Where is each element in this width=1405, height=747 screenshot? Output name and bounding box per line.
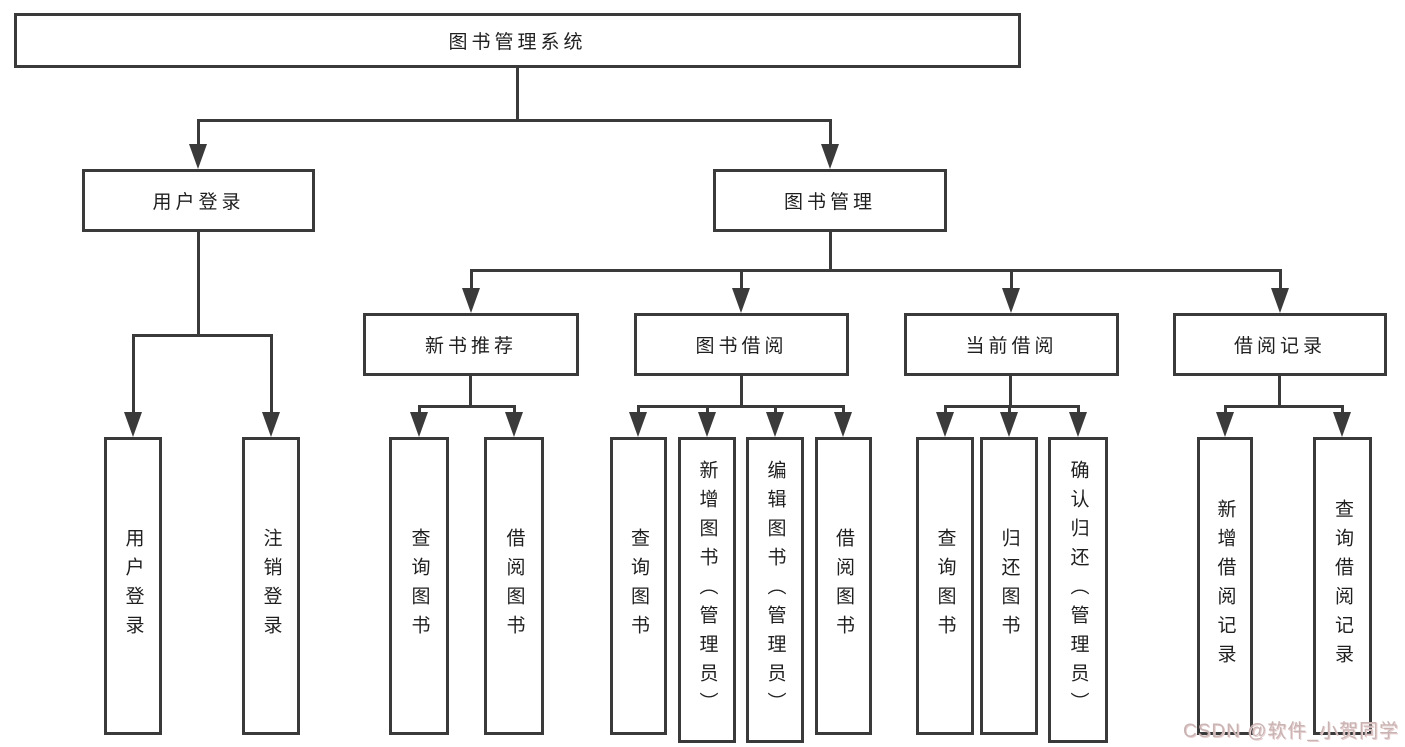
leaf-logout: 注销登录 bbox=[242, 437, 300, 735]
connector-login-leaf2-stem bbox=[270, 334, 273, 414]
connector-borrow-bar bbox=[637, 405, 844, 408]
connector-records-bar bbox=[1224, 405, 1343, 408]
connector-login-leaf1-stem bbox=[132, 334, 135, 414]
leaf-borrow-query-book: 查询图书 bbox=[610, 437, 667, 735]
node-new-book-recommend: 新书推荐 bbox=[363, 313, 579, 376]
arrowhead-icon bbox=[1271, 288, 1289, 313]
connector-l3-stem bbox=[1010, 269, 1013, 290]
arrowhead-icon bbox=[936, 412, 954, 437]
leaf-current-query-book: 查询图书 bbox=[916, 437, 974, 735]
connector-l3-stem bbox=[1279, 269, 1282, 290]
connector-current-down bbox=[1009, 376, 1012, 408]
connector-recommend-down bbox=[469, 376, 472, 408]
leaf-current-confirm-return-admin: 确认归还（管理员） bbox=[1048, 437, 1108, 743]
watermark: CSDN @软件_小贺同学 bbox=[1183, 721, 1399, 742]
connector-current-bar bbox=[944, 405, 1079, 408]
leaf-recommend-query-book: 查询图书 bbox=[389, 437, 449, 735]
arrowhead-icon bbox=[262, 412, 280, 437]
leaf-borrow-add-book-admin: 新增图书（管理员） bbox=[678, 437, 736, 743]
arrowhead-icon bbox=[698, 412, 716, 437]
connector-leaf-stem bbox=[842, 405, 845, 414]
arrowhead-icon bbox=[1002, 288, 1020, 313]
connector-login-bar bbox=[132, 334, 273, 337]
connector-leaf-stem bbox=[1008, 405, 1011, 414]
arrowhead-icon bbox=[410, 412, 428, 437]
leaf-current-return-book: 归还图书 bbox=[980, 437, 1038, 735]
arrowhead-icon bbox=[189, 144, 207, 169]
connector-login-stem bbox=[197, 119, 200, 146]
connector-leaf-stem bbox=[944, 405, 947, 414]
connector-manage-stem bbox=[829, 119, 832, 146]
leaf-borrow-borrow-book: 借阅图书 bbox=[815, 437, 872, 735]
connector-leaf-stem bbox=[1224, 405, 1227, 414]
connector-leaf-stem bbox=[706, 405, 709, 414]
arrowhead-icon bbox=[124, 412, 142, 437]
arrowhead-icon bbox=[766, 412, 784, 437]
arrowhead-icon bbox=[462, 288, 480, 313]
arrowhead-icon bbox=[1333, 412, 1351, 437]
leaf-recommend-borrow-book: 借阅图书 bbox=[484, 437, 544, 735]
connector-recommend-bar bbox=[418, 405, 515, 408]
arrowhead-icon bbox=[629, 412, 647, 437]
node-book-borrow: 图书借阅 bbox=[634, 313, 849, 376]
connector-leaf-stem bbox=[637, 405, 640, 414]
connector-l3-stem bbox=[470, 269, 473, 290]
arrowhead-icon bbox=[821, 144, 839, 169]
connector-root-bar bbox=[197, 119, 831, 122]
node-current-borrow: 当前借阅 bbox=[904, 313, 1119, 376]
connector-root-stem bbox=[516, 68, 519, 120]
node-user-login: 用户登录 bbox=[82, 169, 315, 232]
leaf-borrow-edit-book-admin: 编辑图书（管理员） bbox=[746, 437, 804, 743]
connector-l3-stem bbox=[740, 269, 743, 290]
connector-manage-bar bbox=[470, 269, 1281, 272]
arrowhead-icon bbox=[732, 288, 750, 313]
node-book-manage: 图书管理 bbox=[713, 169, 947, 232]
connector-leaf-stem bbox=[1077, 405, 1080, 414]
node-root: 图书管理系统 bbox=[14, 13, 1021, 68]
leaf-add-borrow-record: 新增借阅记录 bbox=[1197, 437, 1253, 735]
connector-leaf-stem bbox=[1341, 405, 1344, 414]
connector-login-down bbox=[197, 232, 200, 335]
arrowhead-icon bbox=[1000, 412, 1018, 437]
arrowhead-icon bbox=[1069, 412, 1087, 437]
leaf-user-login: 用户登录 bbox=[104, 437, 162, 735]
arrowhead-icon bbox=[505, 412, 523, 437]
arrowhead-icon bbox=[1216, 412, 1234, 437]
arrowhead-icon bbox=[834, 412, 852, 437]
node-borrow-records: 借阅记录 bbox=[1173, 313, 1387, 376]
leaf-query-borrow-record: 查询借阅记录 bbox=[1313, 437, 1372, 735]
connector-borrow-down bbox=[740, 376, 743, 408]
connector-leaf-stem bbox=[774, 405, 777, 414]
connector-leaf-stem bbox=[418, 405, 421, 414]
connector-manage-down bbox=[829, 232, 832, 270]
connector-records-down bbox=[1278, 376, 1281, 408]
connector-leaf-stem bbox=[513, 405, 516, 414]
